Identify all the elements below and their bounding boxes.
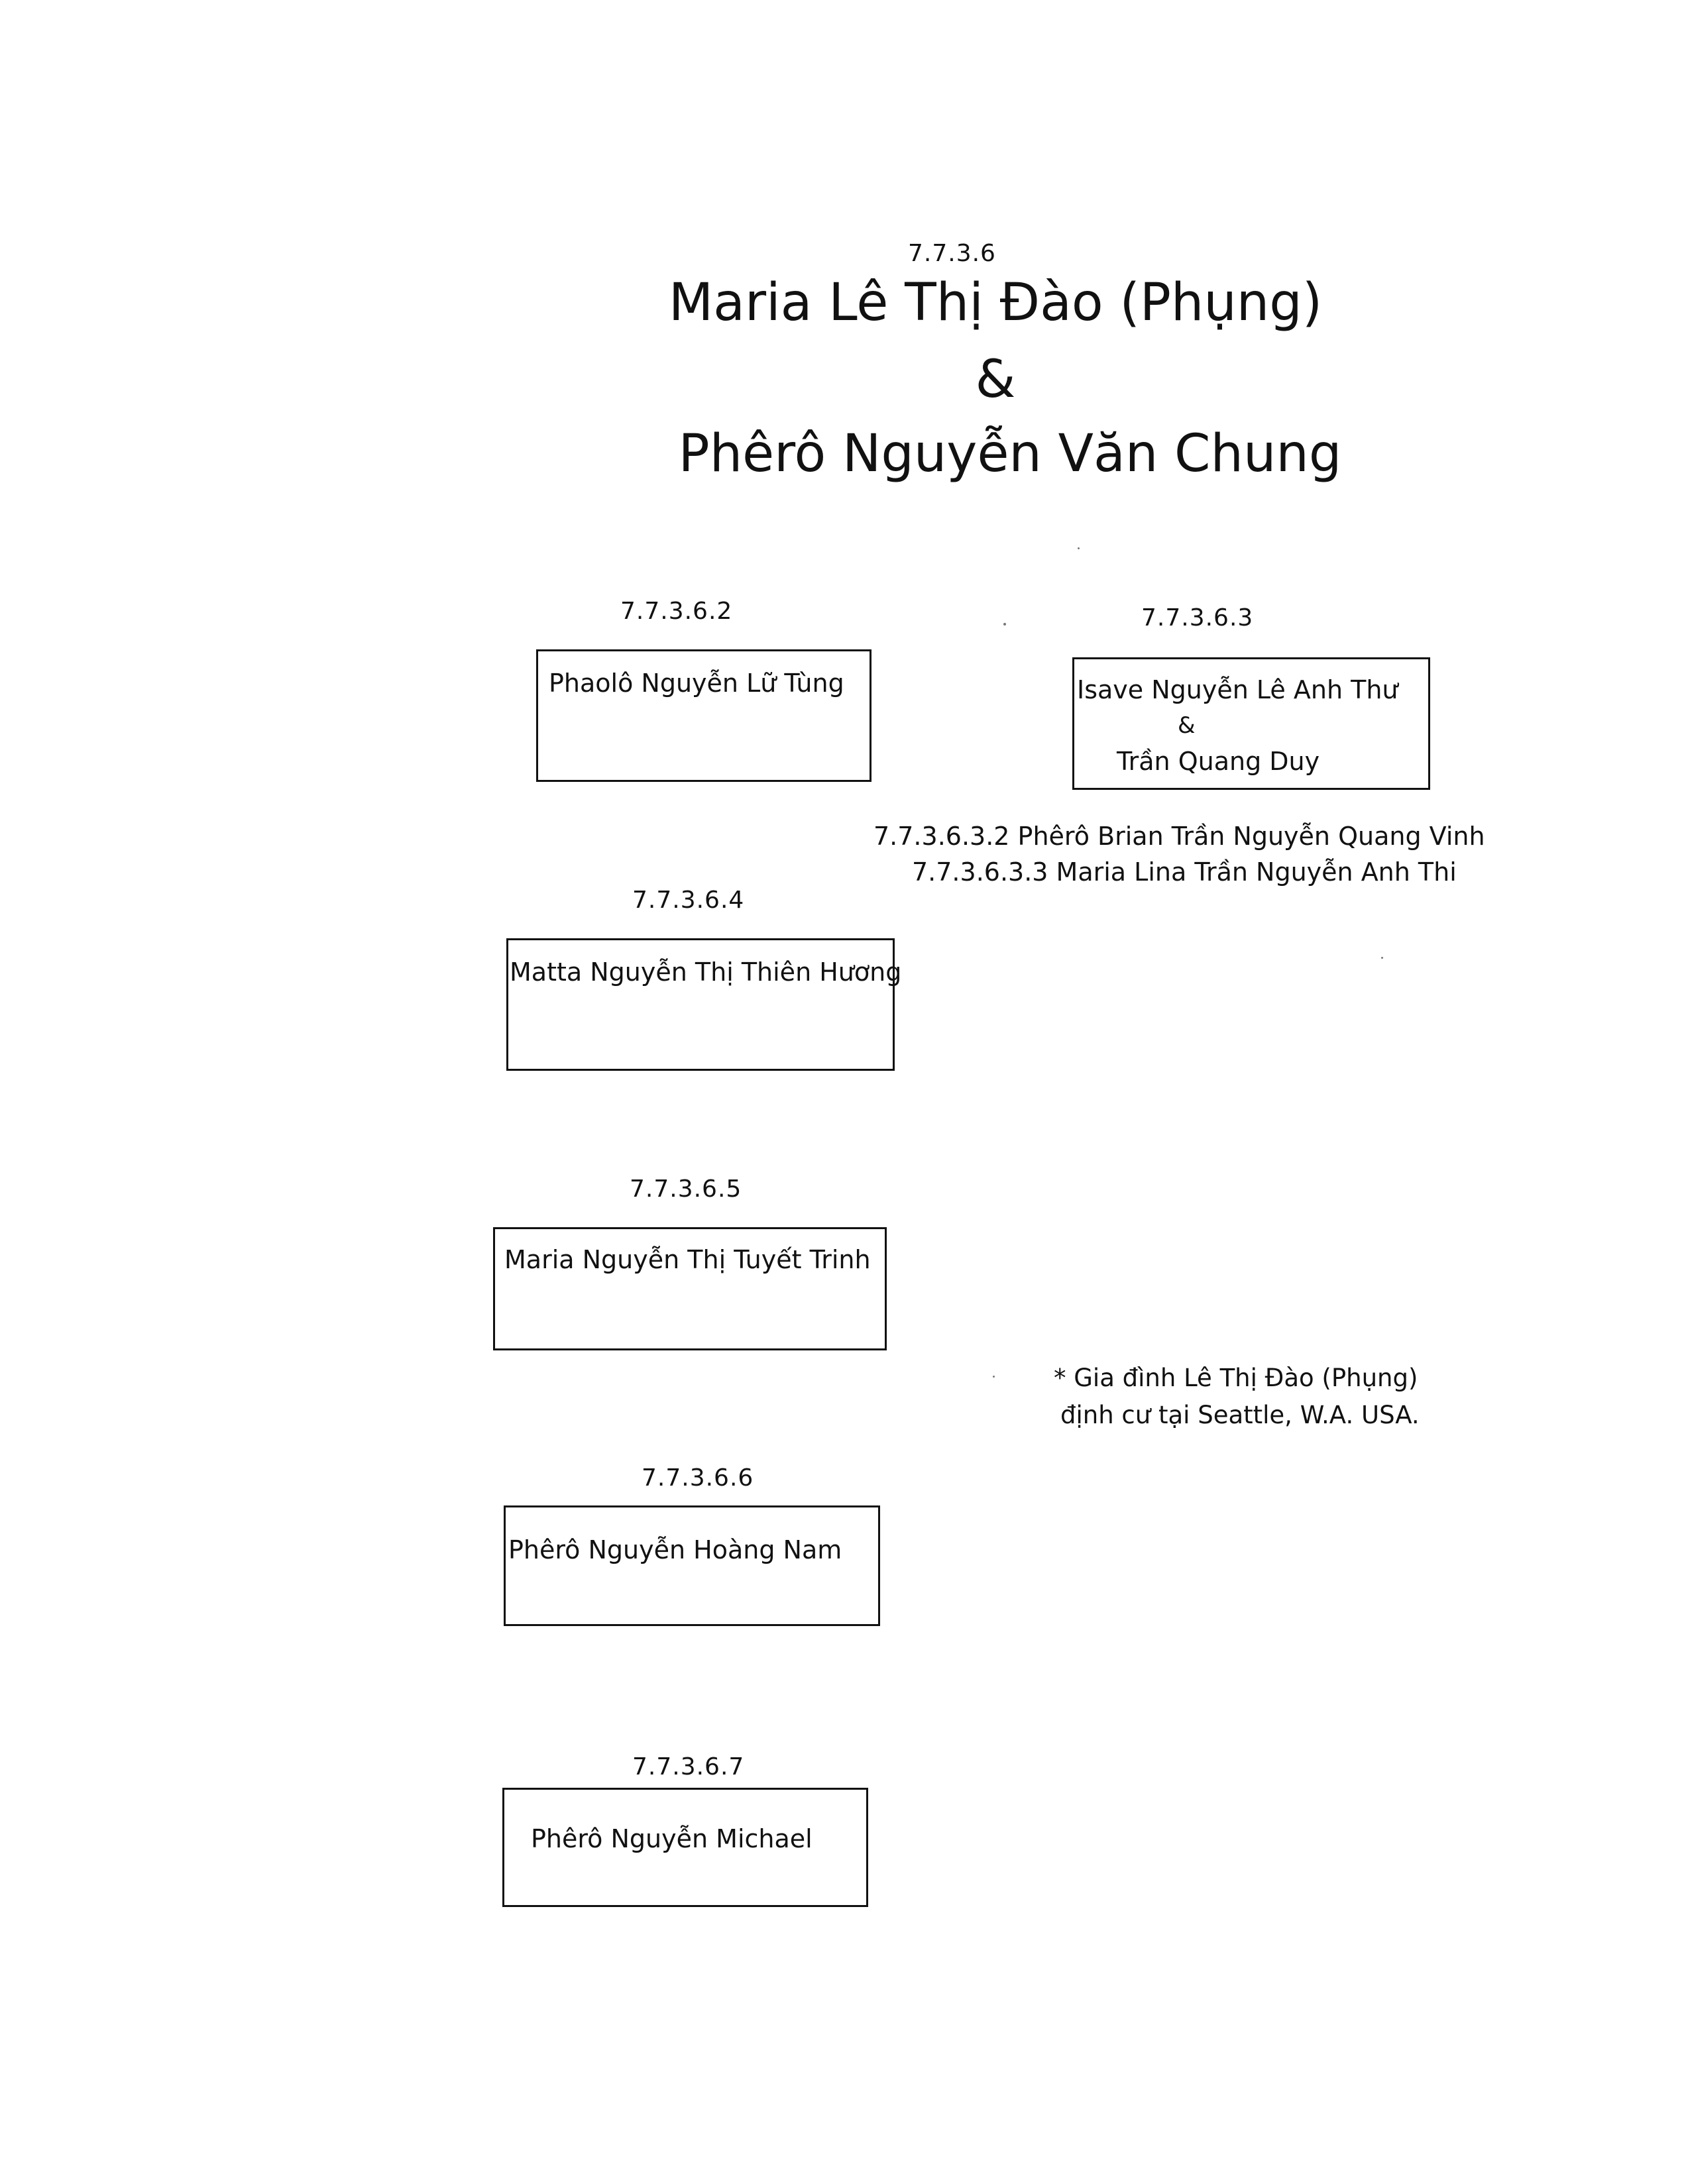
child-name: Phêrô Nguyễn Michael — [531, 1824, 813, 1853]
child-code: 7.7.3.6.3 — [1141, 604, 1254, 631]
child-name: Matta Nguyễn Thị Thiên Hương — [510, 957, 902, 987]
header-code: 7.7.3.6 — [908, 240, 996, 267]
child-box: Maria Nguyễn Thị Tuyết Trinh — [493, 1227, 887, 1350]
child-box: Phêrô Nguyễn Michael — [502, 1788, 868, 1907]
grandchild-line: 7.7.3.6.3.3 Maria Lina Trần Nguyễn Anh T… — [912, 857, 1457, 887]
scan-speck — [1003, 623, 1006, 626]
header-ampersand: & — [975, 350, 1016, 410]
scan-speck — [1381, 957, 1383, 959]
grandchild-line: 7.7.3.6.3.2 Phêrô Brian Trần Nguyễn Quan… — [873, 822, 1485, 851]
note-line-2: định cư tại Seattle, W.A. USA. — [1060, 1401, 1420, 1429]
child-box: Matta Nguyễn Thị Thiên Hương — [506, 938, 901, 1071]
child-code: 7.7.3.6.5 — [630, 1175, 742, 1203]
child-code: 7.7.3.6.2 — [620, 598, 733, 625]
child-spouse-name: Trần Quang Duy — [1117, 747, 1320, 776]
note-line-1: * Gia đình Lê Thị Đào (Phụng) — [1054, 1364, 1418, 1392]
scan-speck — [1078, 547, 1080, 549]
child-name: Isave Nguyễn Lê Anh Thư — [1077, 675, 1398, 704]
child-code: 7.7.3.6.4 — [632, 887, 745, 914]
spouse-2-name: Phêrô Nguyễn Văn Chung — [678, 424, 1342, 484]
couple-ampersand: & — [1178, 712, 1196, 739]
child-box: Phaolô Nguyễn Lữ Tùng — [536, 649, 871, 782]
child-name: Phêrô Nguyễn Hoàng Nam — [508, 1535, 842, 1564]
child-name: Maria Nguyễn Thị Tuyết Trinh — [504, 1245, 871, 1274]
child-code: 7.7.3.6.6 — [642, 1464, 754, 1492]
child-box: Phêrô Nguyễn Hoàng Nam — [504, 1505, 880, 1626]
child-code: 7.7.3.6.7 — [632, 1753, 745, 1780]
child-box: Isave Nguyễn Lê Anh Thư & Trần Quang Duy — [1072, 657, 1430, 790]
spouse-1-name: Maria Lê Thị Đào (Phụng) — [668, 273, 1323, 333]
child-name: Phaolô Nguyễn Lữ Tùng — [549, 669, 844, 698]
scan-speck — [993, 1376, 995, 1378]
